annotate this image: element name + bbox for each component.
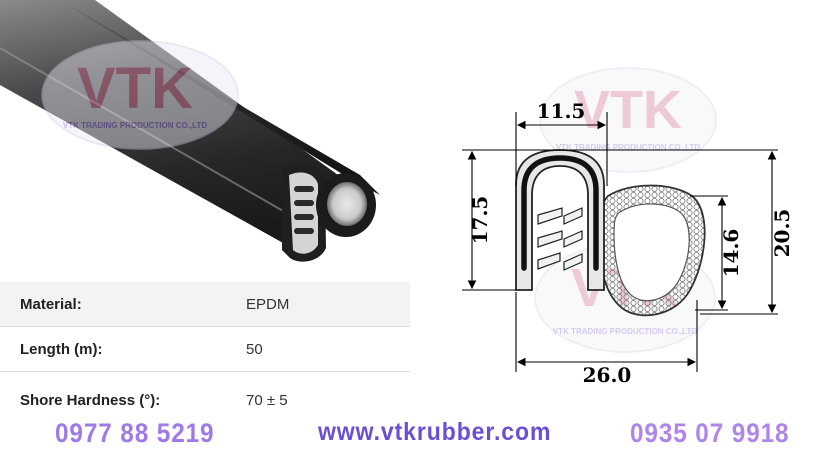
watermark-company: VTK TRADING PRODUCTION CO.,LTD	[63, 121, 208, 130]
product-photo: VTK VTK TRADING PRODUCTION CO.,LTD	[0, 0, 380, 262]
dim-inner-height: 14.6	[719, 229, 743, 278]
sponge-bulb	[598, 184, 706, 317]
contact-bar: 0977 88 5219 www.vtkrubber.com 0935 07 9…	[0, 416, 818, 450]
extrusion-body	[0, 0, 380, 258]
dimension-labels: 11.5 17.5 14.6 20.5 26.0	[468, 99, 794, 387]
dim-right-height: 20.5	[770, 209, 794, 258]
spec-label: Length (m):	[20, 340, 103, 358]
watermark-logo: VTK	[77, 56, 193, 121]
watermark-logo: VTK	[574, 80, 682, 140]
spec-row-length: Length (m): 50	[0, 327, 410, 372]
watermark-company: VTK TRADING PRODUCTION CO.,LTD	[556, 143, 701, 152]
dim-top-width: 11.5	[537, 99, 586, 123]
spec-value: 50	[246, 340, 263, 358]
extrusion-end-profile	[282, 164, 376, 262]
spec-table: Material: EPDM Length (m): 50 Shore Hard…	[0, 282, 410, 432]
dim-bottom-width: 26.0	[583, 363, 632, 387]
phone-number-left[interactable]: 0977 88 5219	[55, 418, 215, 448]
website-link[interactable]: www.vtkrubber.com	[318, 418, 552, 446]
spec-value: EPDM	[246, 295, 290, 313]
spec-label: Material:	[20, 295, 82, 313]
spec-label: Shore Hardness (°):	[20, 392, 161, 409]
watermark-company: VTK TRADING PRODUCTION CO.,LTD	[553, 327, 698, 336]
spec-row-material: Material: EPDM	[0, 282, 410, 327]
dimension-lines	[462, 112, 778, 372]
u-channel-clip	[515, 149, 605, 291]
phone-number-right[interactable]: 0935 07 9918	[630, 418, 790, 448]
watermark-left: VTK VTK TRADING PRODUCTION CO.,LTD	[41, 40, 239, 150]
spec-value: 70 ± 5	[246, 392, 288, 409]
dim-left-height: 17.5	[468, 196, 492, 245]
cross-section-drawing: VTK VTK TRADING PRODUCTION CO.,LTD VTK V…	[462, 67, 794, 387]
